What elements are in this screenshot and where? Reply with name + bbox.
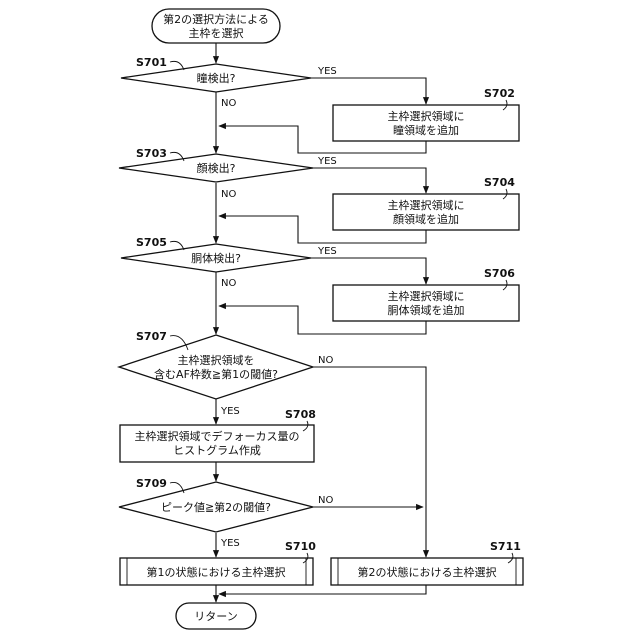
edge-s705-yes	[311, 258, 426, 284]
end-label: リターン	[194, 610, 237, 623]
add-eye-line-1: 主枠選択領域に	[388, 109, 465, 123]
start-line-2: 主枠を選択	[189, 26, 244, 40]
edge-s703-yes	[313, 168, 426, 193]
start-line-1: 第2の選択方法による	[163, 12, 269, 26]
process-histogram: 主枠選択領域でデフォーカス量の ヒストグラム作成	[120, 425, 314, 462]
add-face-line-2: 顔領域を追加	[393, 212, 459, 226]
step-s704: S704	[484, 176, 515, 189]
histogram-line-1: 主枠選択領域でデフォーカス量の	[135, 429, 300, 443]
decision-af-threshold: 主枠選択領域を 含むAF枠数≧第1の閾値?	[119, 335, 313, 399]
s707-no-label: NO	[318, 355, 333, 366]
add-eye-line-2: 瞳領域を追加	[393, 123, 459, 137]
step-s710: S710	[285, 540, 316, 553]
step-s703: S703	[136, 147, 167, 160]
step-s708: S708	[285, 408, 316, 421]
histogram-line-2: ヒストグラム作成	[173, 443, 261, 457]
s709-yes-label: YES	[220, 538, 240, 549]
end-terminal: リターン	[176, 603, 256, 629]
step-s711: S711	[490, 540, 521, 553]
process-add-eye: 主枠選択領域に 瞳領域を追加	[333, 105, 519, 141]
step-s702: S702	[484, 87, 515, 100]
edge-s701-yes	[311, 78, 426, 104]
process-add-body: 主枠選択領域に 胴体領域を追加	[333, 285, 519, 321]
add-body-line-1: 主枠選択領域に	[388, 289, 465, 303]
s703-no-label: NO	[221, 189, 236, 200]
subprocess-state1-select: 第1の状態における主枠選択	[120, 558, 313, 585]
af-threshold-line-1: 主枠選択領域を	[178, 353, 255, 367]
s705-yes-label: YES	[317, 246, 337, 257]
decision-eye-label: 瞳検出?	[197, 71, 236, 85]
decision-face-label: 顔検出?	[197, 161, 236, 175]
s701-yes-label: YES	[317, 66, 337, 77]
branch-labels: YES NO YES NO YES NO NO YES NO YES	[220, 66, 337, 549]
peak-threshold-label: ピーク値≧第2の閾値?	[161, 500, 271, 514]
s709-no-label: NO	[318, 495, 333, 506]
state2-select-label: 第2の状態における主枠選択	[358, 565, 497, 579]
af-threshold-line-2: 含むAF枠数≧第1の閾値?	[154, 367, 278, 381]
edge-s711-to-merge	[219, 585, 426, 594]
add-face-line-1: 主枠選択領域に	[388, 198, 465, 212]
step-s707: S707	[136, 330, 167, 343]
step-s705: S705	[136, 236, 167, 249]
edge-s707-no	[313, 367, 426, 557]
process-add-face: 主枠選択領域に 顔領域を追加	[333, 194, 519, 230]
s701-no-label: NO	[221, 98, 236, 109]
step-s709: S709	[136, 477, 167, 490]
s707-yes-label: YES	[220, 406, 240, 417]
start-terminal: 第2の選択方法による 主枠を選択	[152, 9, 280, 43]
step-s706: S706	[484, 267, 515, 280]
add-body-line-2: 胴体領域を追加	[388, 303, 465, 317]
state1-select-label: 第1の状態における主枠選択	[147, 565, 286, 579]
step-s701: S701	[136, 56, 167, 69]
subprocess-state2-select: 第2の状態における主枠選択	[331, 558, 523, 585]
decision-body-label: 胴体検出?	[191, 251, 241, 265]
s703-yes-label: YES	[317, 156, 337, 167]
s705-no-label: NO	[221, 278, 236, 289]
